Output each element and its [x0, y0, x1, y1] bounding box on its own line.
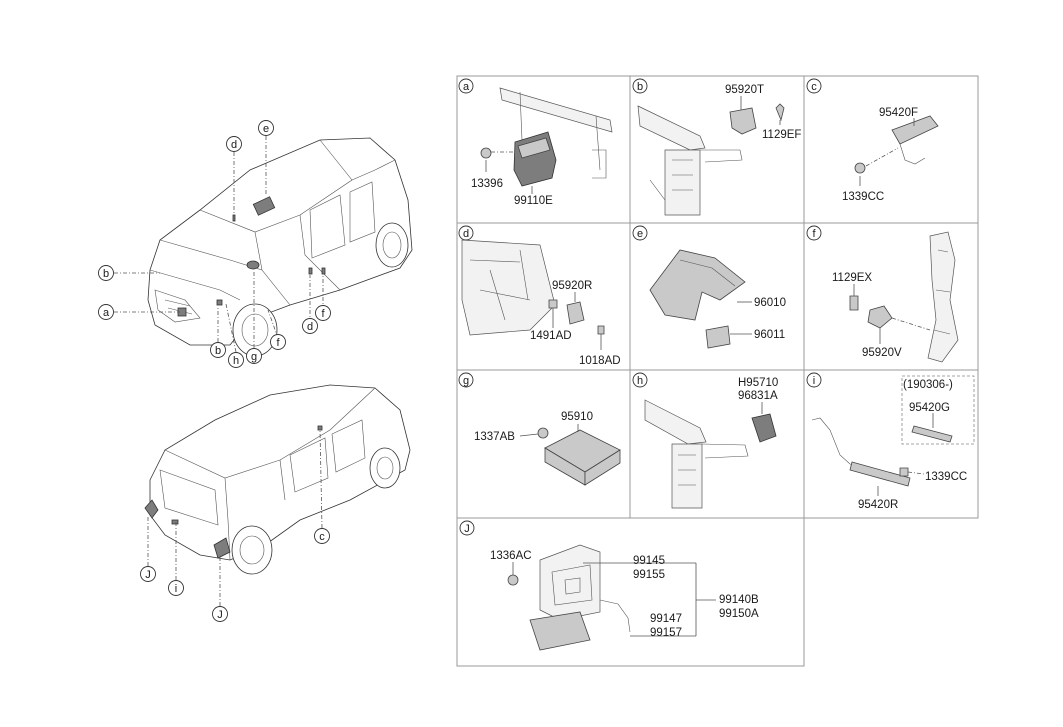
- part-number: 1129EF: [762, 129, 801, 141]
- part-number: 99110E: [514, 195, 553, 207]
- part-number: 95420F: [879, 107, 918, 119]
- panel-e: e 96010 96011: [629, 222, 805, 371]
- callout-c: c: [314, 528, 330, 544]
- callout-a-front: a: [98, 304, 114, 320]
- part-number: 99140B: [719, 594, 759, 606]
- callout-label: b: [103, 268, 109, 280]
- callout-label: J: [145, 569, 151, 581]
- front-car-illustration: [147, 137, 413, 357]
- callout-h-bottom: h: [228, 352, 244, 368]
- panel-a: a 13396 99110E: [456, 75, 631, 224]
- part-number: 1339CC: [925, 471, 967, 483]
- callout-label: a: [103, 307, 110, 319]
- part-number: 1336AC: [490, 550, 532, 562]
- callout-label: e: [263, 123, 269, 135]
- part-number: 95910: [561, 411, 593, 423]
- callout-label: c: [319, 531, 325, 543]
- panel-letter: J: [464, 523, 470, 535]
- callout-e-top: e: [258, 120, 274, 136]
- part-number: 1339CC: [842, 191, 884, 203]
- part-number: 96831A: [738, 390, 778, 402]
- panel-h: h H95710 96831A: [629, 369, 805, 519]
- callout-b-front: b: [98, 265, 114, 281]
- rear-callouts: J i J c: [140, 429, 330, 622]
- part-number: 99157: [650, 627, 682, 639]
- variant-note: (190306-): [903, 379, 953, 391]
- part-number: 99150A: [719, 608, 759, 620]
- callout-label: h: [233, 355, 239, 367]
- rear-car-illustration: [144, 384, 411, 575]
- part-number: 96010: [754, 297, 786, 309]
- panel-f: f 1129EX 95920V: [803, 222, 979, 371]
- callout-f-side: f: [315, 305, 331, 321]
- panel-c: c 95420F 1339CC: [803, 75, 979, 224]
- callout-j-right: J: [212, 606, 228, 622]
- part-number: 95920V: [862, 347, 902, 359]
- part-number: 99147: [650, 613, 682, 625]
- part-number: 1491AD: [530, 330, 572, 342]
- part-number: 95920R: [552, 280, 592, 292]
- callout-j-left: J: [140, 566, 156, 582]
- callout-i: i: [168, 580, 184, 596]
- part-number: 95420R: [858, 499, 898, 511]
- callout-d-top: d: [226, 136, 242, 152]
- part-number: 99155: [633, 569, 665, 581]
- panel-b: b 95920T 1129EF: [629, 75, 805, 224]
- part-number: H95710: [738, 377, 778, 389]
- panel-letter: c: [811, 81, 817, 93]
- callout-d-side: d: [302, 318, 318, 334]
- part-number: 95420G: [909, 402, 950, 414]
- callout-label: i: [175, 583, 177, 595]
- front-callouts: a b d e b h g f: [98, 120, 331, 368]
- panel-d: d 95920R 1491AD 1018AD: [456, 222, 631, 371]
- callout-b-bottom: b: [210, 342, 226, 358]
- part-number: 1337AB: [474, 431, 515, 443]
- part-number: 99145: [633, 555, 665, 567]
- panel-letter: e: [637, 228, 643, 240]
- panel-g: g 1337AB 95910: [456, 369, 631, 519]
- part-number: 96011: [754, 329, 785, 341]
- part-number: 1129EX: [832, 272, 872, 284]
- part-number: 95920T: [725, 84, 764, 96]
- panel-letter: h: [637, 375, 643, 387]
- part-number: 13396: [471, 178, 503, 190]
- panel-letter: i: [813, 375, 815, 387]
- panel-i: i (190306-) 95420G 1339CC 95420R: [803, 369, 979, 519]
- callout-label: g: [251, 351, 257, 363]
- panel-letter: f: [812, 228, 816, 240]
- callout-label: f: [276, 337, 280, 349]
- callout-label: d: [307, 321, 313, 333]
- callout-g-bottom: g: [246, 348, 262, 364]
- callout-label: J: [217, 609, 223, 621]
- panel-letter: b: [637, 81, 643, 93]
- part-number: 1018AD: [579, 355, 621, 367]
- panel-letter: g: [463, 375, 469, 387]
- callout-label: d: [231, 139, 237, 151]
- panel-j: J 1336AC 99145 99155 99140B 99150A 99147…: [456, 517, 805, 667]
- callout-label: b: [215, 345, 221, 357]
- callout-label: f: [321, 308, 325, 320]
- callout-f-bottom: f: [270, 334, 286, 350]
- panel-letter: d: [463, 228, 469, 240]
- panel-letter: a: [463, 81, 470, 93]
